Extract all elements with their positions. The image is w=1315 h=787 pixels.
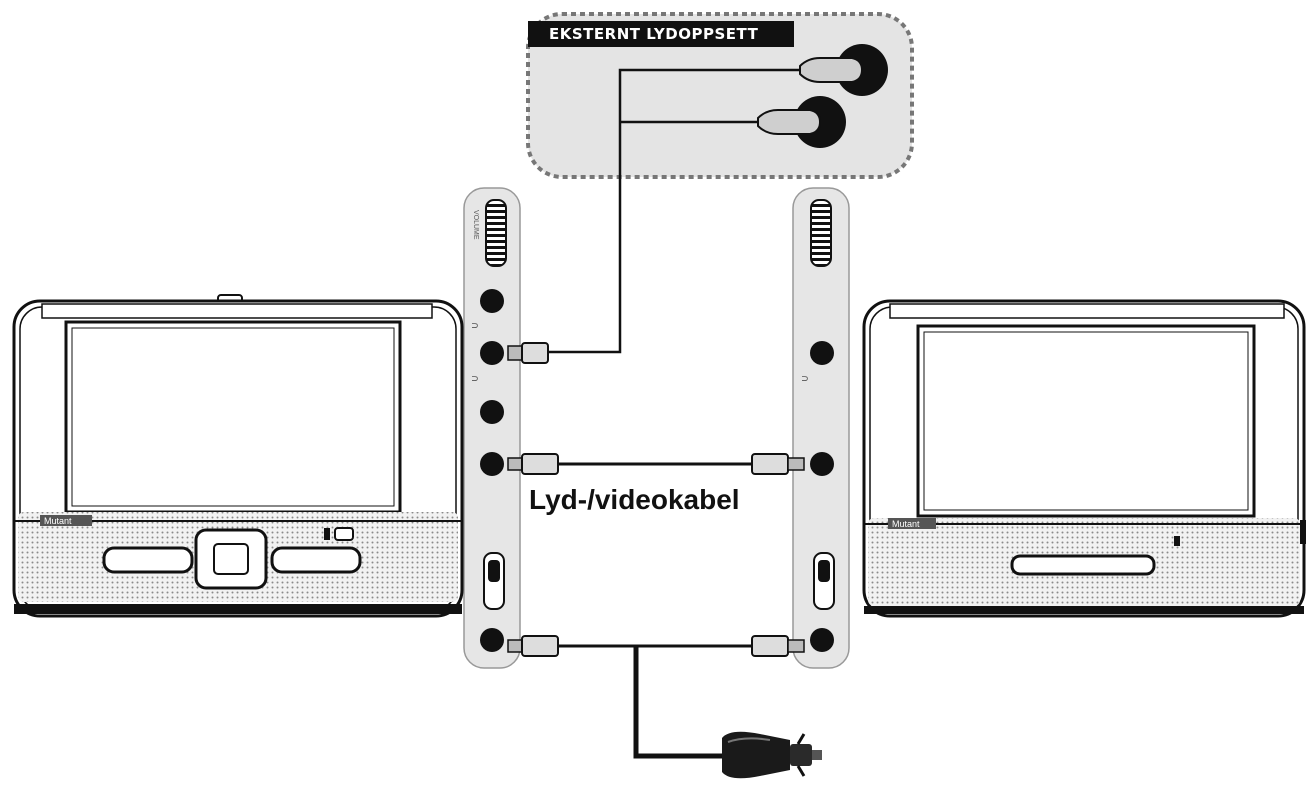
left-connector-panel: VOLUME ∩ ∩ [463,187,521,669]
headphone-plug [507,342,549,364]
earphone-cable [548,68,800,354]
av-cable [507,453,805,475]
svg-text:∩: ∩ [799,375,810,382]
svg-text:Mutant: Mutant [892,519,920,529]
right-player-icon: Mutant [862,299,1306,618]
external-audio-box: EKSTERNT LYDOPPSETT [526,12,914,179]
svg-text:∩: ∩ [469,375,480,382]
av-cable-label: Lyd-/videokabel [529,484,740,515]
car-adapter-icon [722,731,822,779]
power-cable [507,635,805,759]
svg-text:Mutant: Mutant [44,516,72,526]
earphones-icon [757,44,888,148]
external-audio-label: EKSTERNT LYDOPPSETT [549,25,759,43]
right-connector-panel: ∩ [792,187,850,669]
svg-text:∩: ∩ [469,322,480,329]
left-player-icon: Mutant [12,294,464,618]
svg-text:VOLUME: VOLUME [472,210,479,240]
